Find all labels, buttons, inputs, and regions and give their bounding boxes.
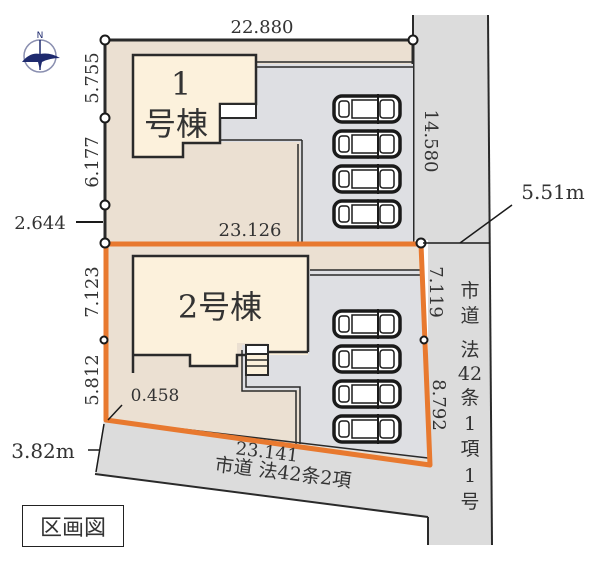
title-label: 区画図: [22, 505, 124, 547]
road-name-east: 市 道 法 42 条 1 項 1 号: [458, 280, 482, 513]
svg-text:道: 道: [460, 305, 479, 327]
dim-middle: 23.126: [219, 220, 282, 241]
svg-text:市: 市: [460, 280, 479, 302]
svg-text:42: 42: [458, 363, 482, 385]
road-width-east: 5.51m: [521, 180, 585, 204]
dim-right-lower-2: 8.792: [428, 379, 449, 431]
svg-text:N: N: [37, 31, 44, 41]
building-2-label: 2号棟: [178, 288, 262, 326]
dim-right-lower-1: 7.119: [425, 266, 446, 318]
compass-north-icon: N: [22, 31, 60, 73]
building-1-label-suffix: 号棟: [144, 105, 208, 143]
svg-text:1: 1: [464, 465, 476, 487]
dim-left-lower-1: 7.123: [82, 266, 103, 318]
svg-text:条: 条: [460, 387, 479, 409]
survey-points: [99, 34, 429, 345]
lot-2-highlight-border: [103, 241, 433, 468]
svg-text:法: 法: [460, 339, 479, 361]
dim-top: 22.880: [231, 17, 294, 38]
road-width-south: 3.82m: [11, 439, 75, 463]
dim-left-upper-2: 6.177: [82, 136, 103, 188]
dim-left-offset: 2.644: [14, 213, 66, 234]
building-1: [131, 53, 258, 159]
dim-right-upper: 14.580: [420, 110, 441, 173]
dim-corner-cut: 0.458: [131, 386, 180, 406]
east-road: [413, 15, 492, 545]
building-1-label-number: 1: [171, 65, 191, 103]
dim-left-upper-1: 5.755: [82, 52, 103, 104]
dim-left-lower-2: 5.812: [82, 354, 103, 406]
svg-text:項: 項: [460, 438, 479, 460]
building-2: [133, 256, 308, 365]
svg-text:号: 号: [460, 491, 479, 513]
svg-text:1: 1: [464, 413, 476, 435]
